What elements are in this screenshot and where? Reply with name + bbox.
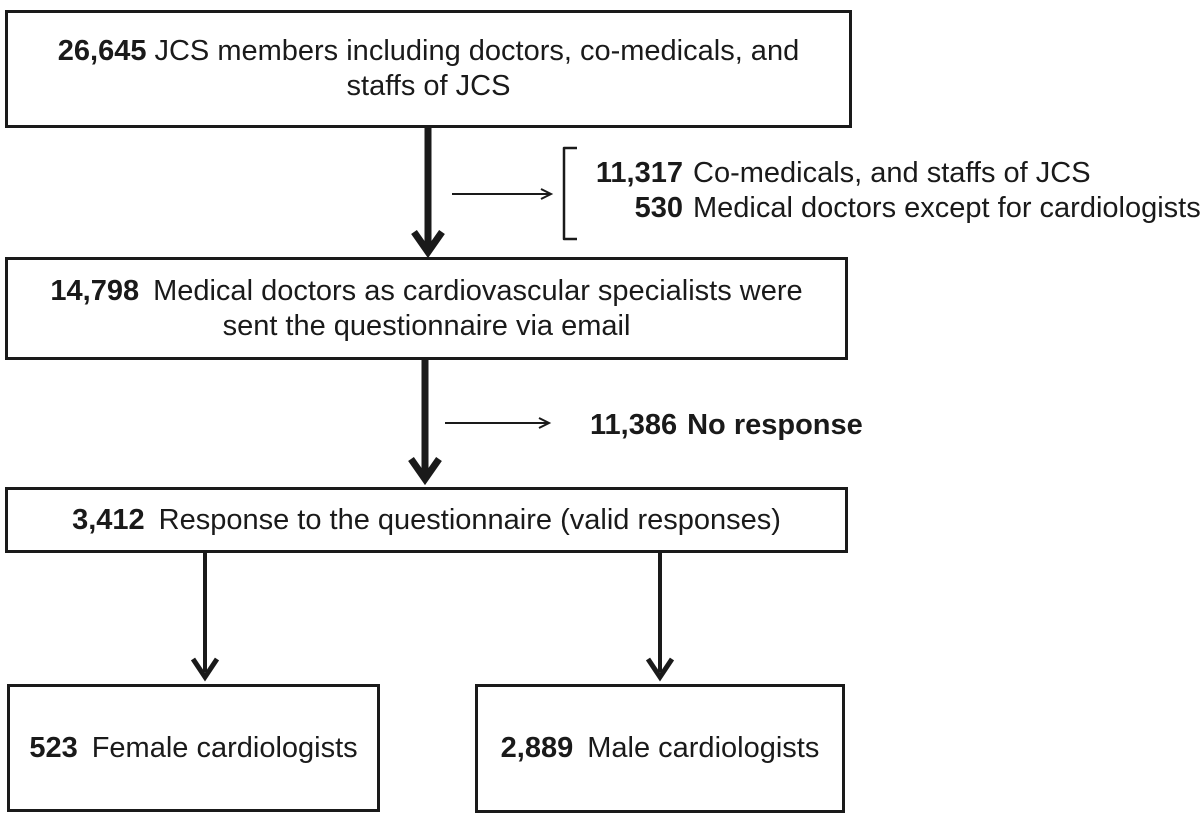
down-arrow-specialists-to-responses xyxy=(408,360,442,486)
right-arrow-to-no-response xyxy=(445,417,552,429)
jcs-members-count: 26,645 xyxy=(57,35,147,67)
responses-count: 3,412 xyxy=(72,503,145,536)
down-arrow-to-male xyxy=(645,553,675,682)
no-response-count: 11,386 xyxy=(590,409,678,441)
no-response-label: No response xyxy=(687,409,863,441)
exclusion-note-line-noncardiologists: 530 Medical doctors except for cardiolog… xyxy=(588,191,1200,226)
female-count: 523 xyxy=(29,731,78,764)
jcs-members-label-line2: staffs of JCS xyxy=(346,70,511,102)
flow-box-female-cardiologists: 523 Female cardiologists xyxy=(7,684,380,812)
specialists-count: 14,798 xyxy=(50,274,140,307)
flow-box-specialists-text: 14,798 Medical doctors as cardiovascular … xyxy=(50,274,802,344)
male-count: 2,889 xyxy=(500,732,574,764)
down-arrow-to-female xyxy=(190,553,220,682)
comedicals-label: Co-medicals, and staffs of JCS xyxy=(693,157,1091,189)
flow-box-male-text: 2,889 Male cardiologists xyxy=(501,731,820,766)
jcs-members-label-line1: JCS members including doctors, co-medica… xyxy=(154,35,800,67)
female-label: Female cardiologists xyxy=(91,731,358,764)
specialists-label-line1: Medical doctors as cardiovascular specia… xyxy=(153,274,803,307)
down-arrow-members-to-specialists xyxy=(411,128,445,259)
exclusion-note: 11,317 Co-medicals, and staffs of JCS 53… xyxy=(588,156,1200,226)
flow-box-responses-text: 3,412 Response to the questionnaire (vali… xyxy=(72,503,781,538)
male-label: Male cardiologists xyxy=(587,732,820,764)
flow-box-male-cardiologists: 2,889 Male cardiologists xyxy=(475,684,845,813)
noncardiologists-label: Medical doctors except for cardiologists xyxy=(693,192,1200,224)
noncardiologists-count: 530 xyxy=(634,192,683,224)
responses-label: Response to the questionnaire (valid res… xyxy=(158,503,781,536)
exclusion-bracket xyxy=(562,146,577,241)
comedicals-count: 11,317 xyxy=(595,157,683,189)
exclusion-note-line-comedicals: 11,317 Co-medicals, and staffs of JCS xyxy=(588,156,1200,191)
flow-box-female-text: 523 Female cardiologists xyxy=(29,731,357,766)
specialists-label-line2: sent the questionnaire via email xyxy=(222,309,631,342)
flow-box-specialists: 14,798 Medical doctors as cardiovascular … xyxy=(5,257,848,360)
no-response-note: 11,386 No response xyxy=(590,408,863,443)
right-arrow-to-exclusions xyxy=(452,188,554,200)
flow-box-responses: 3,412 Response to the questionnaire (vali… xyxy=(5,487,848,553)
